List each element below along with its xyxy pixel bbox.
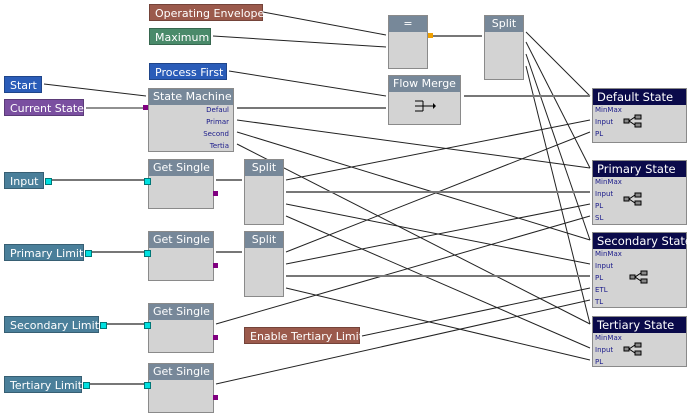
port-minmax[interactable]: MinMax bbox=[595, 250, 622, 258]
input-pin[interactable] bbox=[143, 105, 148, 110]
port-tl[interactable]: TL bbox=[595, 298, 604, 306]
node-title: Tertiary State bbox=[593, 317, 686, 333]
node-title: Get Single bbox=[149, 232, 213, 248]
port-pl[interactable]: PL bbox=[595, 358, 604, 366]
input-pin[interactable] bbox=[45, 178, 52, 185]
node-title: Split bbox=[485, 16, 523, 32]
subgraph-icon bbox=[623, 192, 642, 206]
port-input[interactable]: Input bbox=[595, 262, 614, 270]
input-pin[interactable] bbox=[144, 250, 151, 257]
port-pl[interactable]: PL bbox=[595, 274, 604, 282]
input-pin[interactable] bbox=[83, 382, 90, 389]
node-title: State Machine bbox=[149, 89, 233, 105]
default-state-node[interactable]: Default State MinMax Input PL bbox=[592, 88, 687, 143]
get-single-node-3[interactable]: Get Single bbox=[148, 303, 214, 353]
port-input[interactable]: Input bbox=[595, 346, 614, 354]
primary-limit-label[interactable]: Primary Limit bbox=[4, 244, 84, 261]
state-machine-node[interactable]: State Machine Defaul Primar Second Terti… bbox=[148, 88, 234, 152]
enable-tertiary-limit-label[interactable]: Enable Tertiary Limit bbox=[244, 327, 363, 344]
port-input[interactable]: Input bbox=[595, 118, 614, 126]
port-pl[interactable]: PL bbox=[595, 202, 604, 210]
current-state-label[interactable]: Current State bbox=[4, 99, 84, 116]
input-pin[interactable] bbox=[144, 178, 151, 185]
port-default[interactable]: Defaul bbox=[206, 106, 229, 114]
split-node-input[interactable]: Split bbox=[244, 159, 284, 225]
output-pin[interactable] bbox=[213, 335, 218, 340]
flow-merge-node[interactable]: Flow Merge bbox=[388, 75, 461, 125]
subgraph-icon bbox=[623, 342, 642, 356]
operating-envelope-label[interactable]: Operating Envelope bbox=[149, 4, 264, 21]
port-pl[interactable]: PL bbox=[595, 130, 604, 138]
flow-merge-icon bbox=[415, 100, 436, 112]
node-title: Split bbox=[245, 160, 283, 176]
input-pin[interactable] bbox=[85, 250, 92, 257]
get-single-node-1[interactable]: Get Single bbox=[148, 159, 214, 209]
port-minmax[interactable]: MinMax bbox=[595, 106, 622, 114]
output-pin[interactable] bbox=[213, 263, 218, 268]
port-etl[interactable]: ETL bbox=[595, 286, 608, 294]
port-minmax[interactable]: MinMax bbox=[595, 334, 622, 342]
get-single-node-4[interactable]: Get Single bbox=[148, 363, 214, 413]
port-input[interactable]: Input bbox=[595, 190, 614, 198]
primary-state-node[interactable]: Primary State MinMax Input PL SL bbox=[592, 160, 687, 225]
node-title: Default State bbox=[593, 89, 686, 105]
equals-node[interactable]: = bbox=[388, 15, 428, 69]
output-pin[interactable] bbox=[428, 33, 433, 38]
node-title: Get Single bbox=[149, 364, 213, 380]
secondary-state-node[interactable]: Secondary State MinMax Input PL ETL TL bbox=[592, 232, 691, 308]
split-node-primary-limit[interactable]: Split bbox=[244, 231, 284, 297]
split-node-top[interactable]: Split bbox=[484, 15, 524, 80]
start-label[interactable]: Start bbox=[4, 76, 42, 93]
node-title: = bbox=[389, 16, 427, 32]
node-title: Split bbox=[245, 232, 283, 248]
output-pin[interactable] bbox=[213, 395, 218, 400]
port-tertiary[interactable]: Tertia bbox=[209, 142, 229, 150]
node-title: Get Single bbox=[149, 160, 213, 176]
input-label[interactable]: Input bbox=[4, 172, 44, 189]
port-minmax[interactable]: MinMax bbox=[595, 178, 622, 186]
secondary-limit-label[interactable]: Secondary Limit bbox=[4, 316, 99, 333]
input-pin[interactable] bbox=[100, 322, 107, 329]
node-title: Secondary State bbox=[593, 233, 691, 249]
get-single-node-2[interactable]: Get Single bbox=[148, 231, 214, 281]
tertiary-state-node[interactable]: Tertiary State MinMax Input PL bbox=[592, 316, 687, 367]
subgraph-icon bbox=[623, 114, 642, 128]
node-title: Primary State bbox=[593, 161, 686, 177]
port-secondary[interactable]: Second bbox=[203, 130, 229, 138]
subgraph-icon bbox=[629, 270, 648, 284]
tertiary-limit-label[interactable]: Tertiary Limit bbox=[4, 376, 82, 393]
port-primary[interactable]: Primar bbox=[206, 118, 229, 126]
maximum-label[interactable]: Maximum bbox=[149, 28, 211, 45]
node-title: Get Single bbox=[149, 304, 213, 320]
output-pin[interactable] bbox=[213, 191, 218, 196]
node-title: Flow Merge bbox=[389, 76, 460, 92]
input-pin[interactable] bbox=[144, 382, 151, 389]
port-sl[interactable]: SL bbox=[595, 214, 604, 222]
input-pin[interactable] bbox=[144, 322, 151, 329]
process-first-label[interactable]: Process First bbox=[149, 63, 227, 80]
